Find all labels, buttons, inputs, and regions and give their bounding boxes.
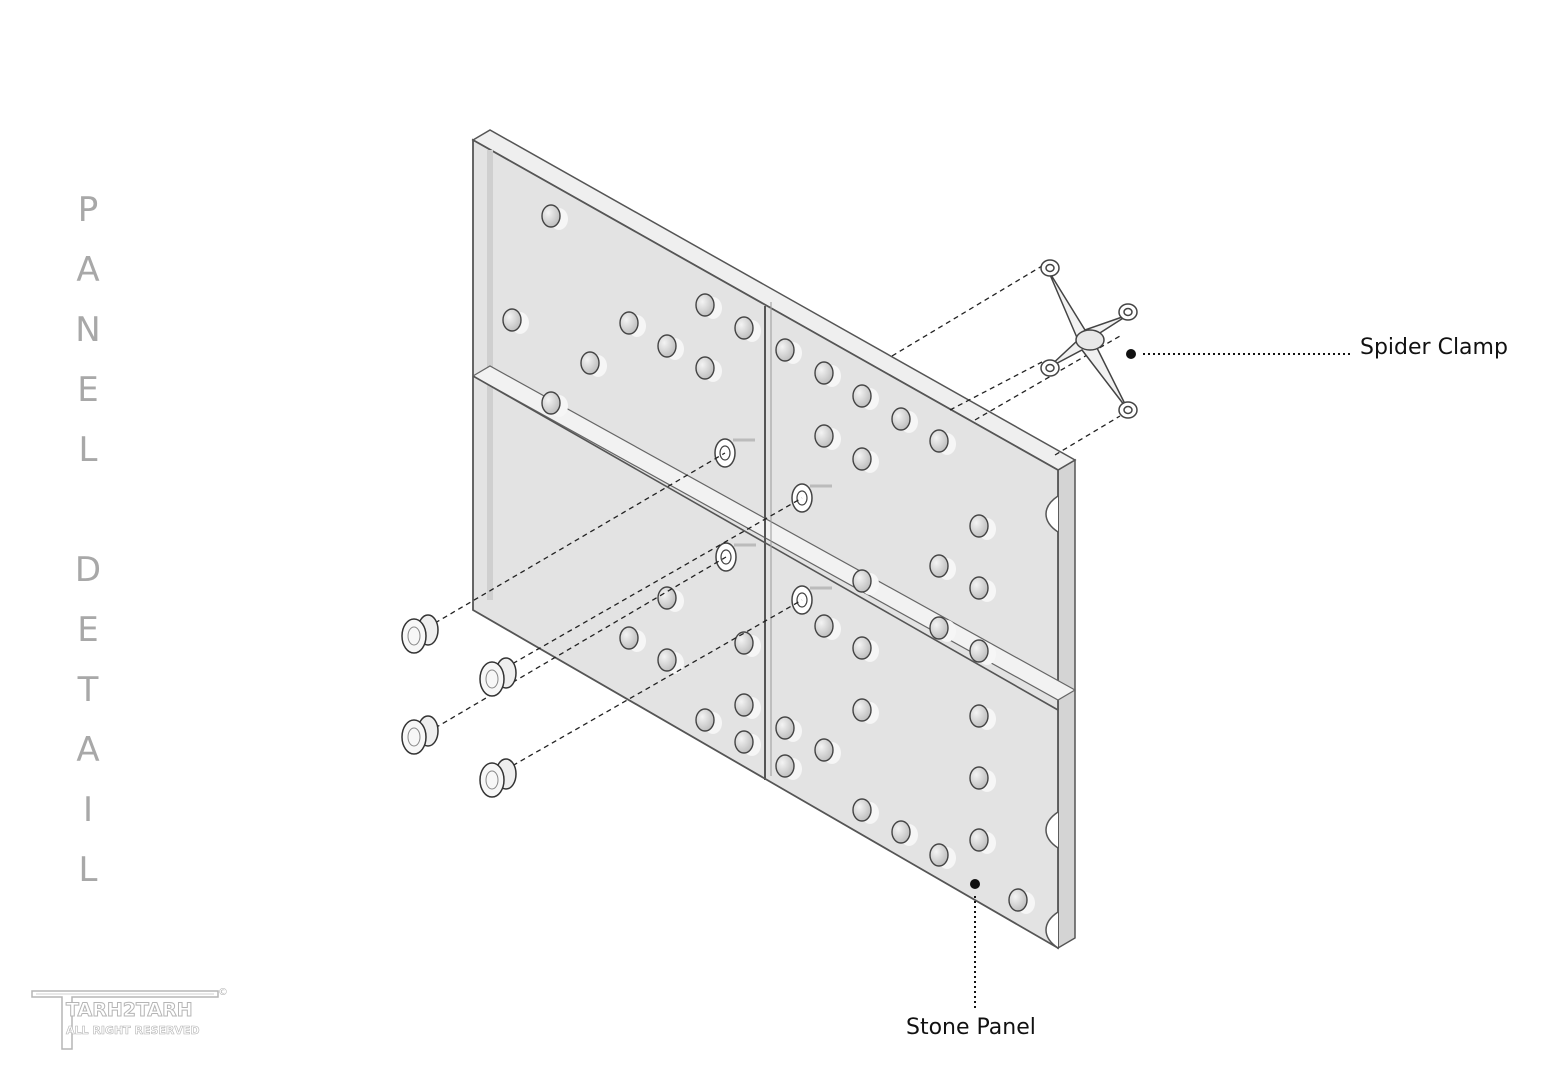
title-letter: D [74, 550, 102, 590]
surface-hole [814, 614, 834, 638]
surface-hole [775, 754, 795, 778]
logo-t-mark-icon [31, 990, 219, 1050]
spider-clamp-callout-dot [1126, 349, 1136, 359]
surface-hole [852, 698, 872, 722]
title-letter: A [76, 250, 100, 290]
surface-hole [891, 407, 911, 431]
title-letter: E [77, 610, 99, 650]
title-letter: L [78, 850, 98, 890]
surface-hole [695, 293, 715, 317]
stone-panel-label: Stone Panel [906, 1015, 1036, 1040]
surface-hole [814, 424, 834, 448]
surface-hole [619, 626, 639, 650]
spider-arm-end [1040, 359, 1060, 377]
surface-hole [929, 616, 949, 640]
title-word-panel: P A N E L [75, 180, 100, 480]
bolt-cap [401, 614, 439, 654]
surface-hole [695, 708, 715, 732]
surface-hole [541, 204, 561, 228]
stone-panel-assembly [471, 129, 1077, 950]
title-word-detail: D E T A I L [75, 540, 101, 900]
spider-arm-end [1118, 303, 1138, 321]
surface-hole [852, 798, 872, 822]
spider-arm-end [1118, 401, 1138, 419]
surface-hole [734, 730, 754, 754]
title-letter: A [76, 730, 100, 770]
surface-hole [969, 828, 989, 852]
surface-hole [734, 693, 754, 717]
stone-panel-callout-dot [970, 879, 980, 889]
surface-hole [619, 311, 639, 335]
title-letter: P [77, 190, 99, 230]
surface-hole [657, 586, 677, 610]
surface-hole [814, 738, 834, 762]
surface-hole [734, 316, 754, 340]
surface-hole [502, 308, 522, 332]
surface-hole [775, 338, 795, 362]
surface-hole [1008, 888, 1028, 912]
surface-hole [929, 554, 949, 578]
tarh2tarh-logo: TARH2TARH ALL RIGHT RESERVED © [28, 985, 238, 1055]
logo-name: TARH2TARH [66, 999, 194, 1022]
surface-hole [734, 631, 754, 655]
bolt-cap [479, 758, 517, 798]
bolt-caps [401, 614, 517, 798]
surface-hole [891, 820, 911, 844]
surface-hole [929, 843, 949, 867]
surface-hole [852, 447, 872, 471]
surface-hole [657, 648, 677, 672]
copyright-icon: © [218, 987, 228, 998]
surface-hole [929, 429, 949, 453]
surface-hole [852, 569, 872, 593]
surface-hole [969, 514, 989, 538]
surface-hole [775, 716, 795, 740]
surface-hole [695, 356, 715, 380]
surface-hole [657, 334, 677, 358]
title-letter: T [77, 670, 99, 710]
surface-hole [969, 639, 989, 663]
title-letter: L [78, 430, 98, 470]
spider-clamp-label: Spider Clamp [1360, 335, 1508, 360]
surface-hole [969, 576, 989, 600]
surface-hole [969, 766, 989, 790]
title-letter: E [77, 370, 99, 410]
title-letter: N [75, 310, 101, 350]
callout-leaders [970, 349, 1352, 1010]
spider-clamp [1040, 259, 1138, 419]
surface-hole [852, 636, 872, 660]
spider-arm-end [1040, 259, 1060, 277]
surface-hole [814, 361, 834, 385]
vertical-title: P A N E L D E T A I L [62, 180, 114, 900]
assembly-guide-lines [434, 265, 1121, 771]
title-letter: I [82, 790, 94, 830]
logo-rights: ALL RIGHT RESERVED [66, 1024, 200, 1038]
surface-hole [541, 391, 561, 415]
surface-hole [969, 704, 989, 728]
surface-hole [852, 384, 872, 408]
panel-surface-holes [502, 204, 1035, 914]
bolt-cap [479, 657, 517, 697]
bolt-cap [401, 715, 439, 755]
surface-hole [580, 351, 600, 375]
panel-side-edge [1057, 458, 1076, 950]
